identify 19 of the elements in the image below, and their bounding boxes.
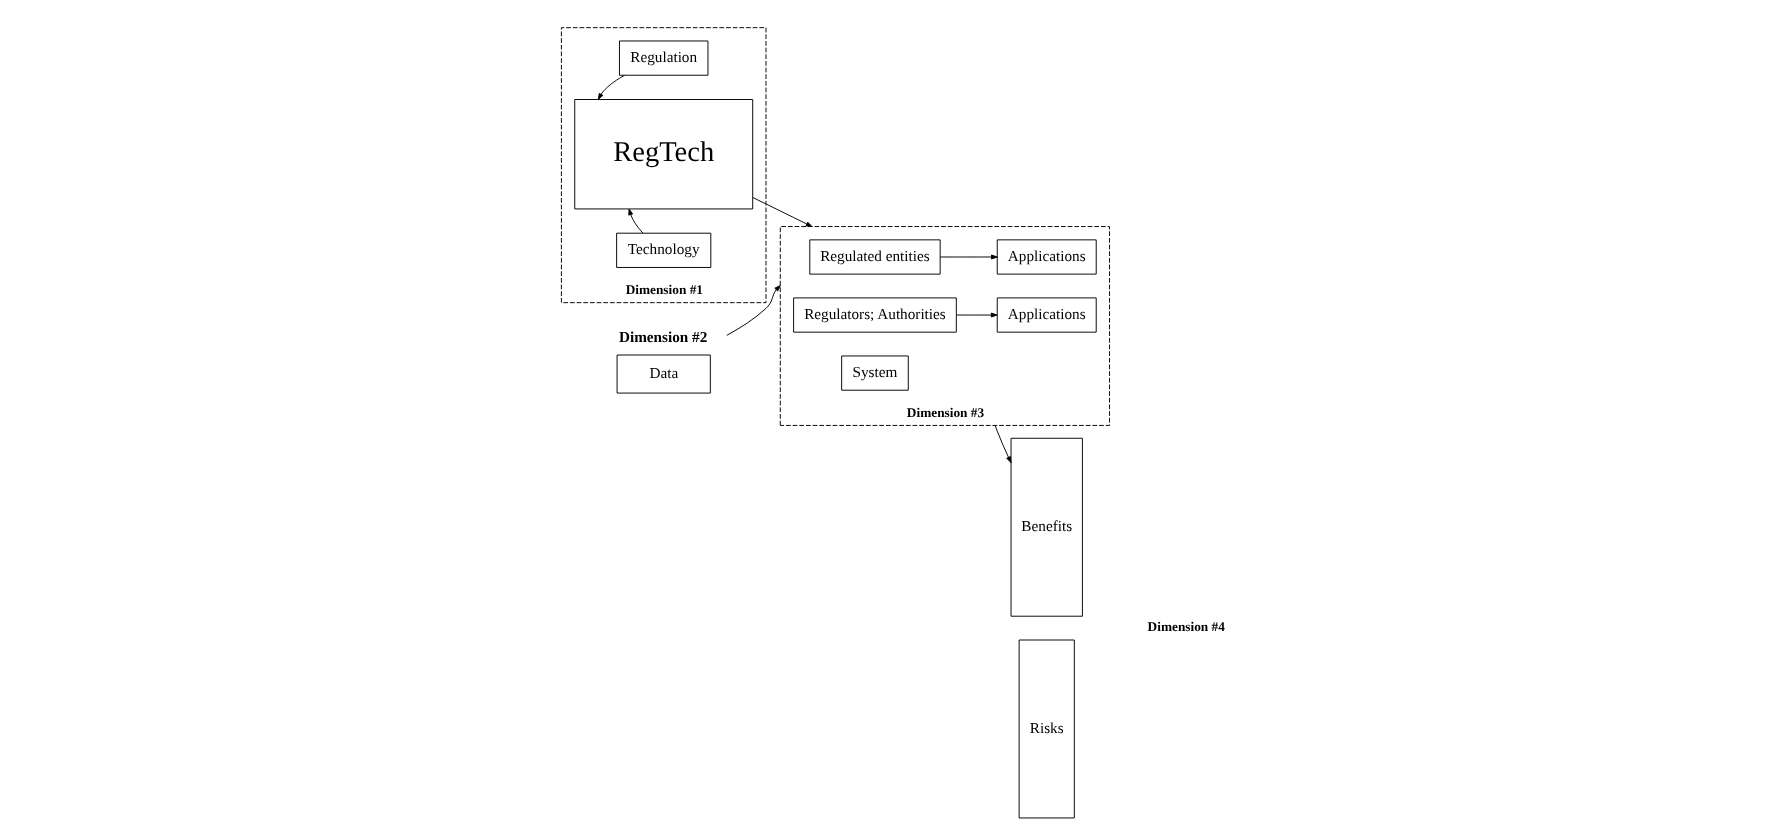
node-box: RegTech — [574, 99, 754, 210]
node-box: Applications — [996, 297, 1097, 333]
arrow — [726, 285, 781, 336]
node-box: Risks — [1018, 639, 1075, 819]
node-box: System — [841, 355, 909, 391]
arrow — [628, 208, 644, 234]
arrow — [939, 254, 998, 260]
node-box: Data — [616, 354, 711, 394]
arrow — [994, 424, 1012, 464]
node-box: Benefits — [1010, 437, 1083, 617]
arrow — [752, 197, 813, 227]
node-box: Regulated entities — [809, 239, 941, 275]
node-label: Dimension #2 — [618, 327, 708, 346]
node-box: Technology — [616, 232, 712, 268]
arrow — [955, 312, 998, 318]
node-box: Regulators; Authorities — [793, 297, 957, 333]
node-box: Applications — [996, 239, 1097, 275]
arrow — [597, 74, 625, 100]
node-box: Regulation — [619, 40, 709, 76]
